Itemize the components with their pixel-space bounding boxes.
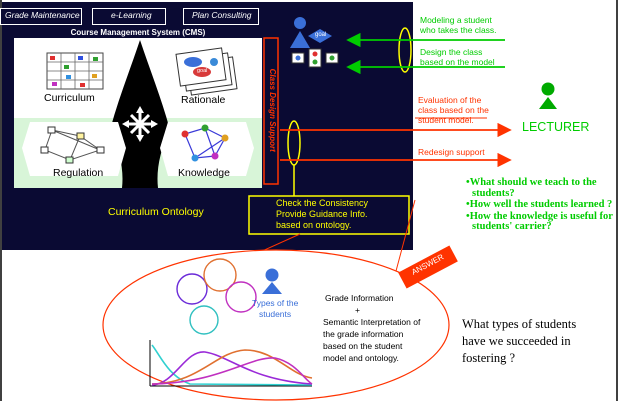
regulation-label: Regulation xyxy=(53,167,104,179)
evaluation-line-3: student model. xyxy=(418,115,474,125)
grade-info-line-1: Grade Information xyxy=(325,293,394,303)
knowledge-network-icon xyxy=(160,122,254,176)
grade-info-line-2: + xyxy=(355,305,360,315)
regulation-network-icon xyxy=(22,122,126,176)
student-type-circles xyxy=(176,258,257,335)
grade-info-ellipse xyxy=(102,249,450,401)
knowledge-label: Knowledge xyxy=(178,167,230,179)
consistency-line-2: Provide Guidance Info. xyxy=(276,209,368,219)
design-highlight-ellipse xyxy=(398,27,412,73)
lecturer-figure-icon xyxy=(539,82,557,109)
curriculum-label: Curriculum xyxy=(44,92,95,104)
design-line-1: Design the class xyxy=(420,47,483,57)
consistency-box xyxy=(248,195,410,235)
menu-label: Plan Consulting xyxy=(192,10,252,20)
grade-info-line-3: Semantic Interpretation of xyxy=(323,317,421,327)
question-list: •What should we teach to the students? •… xyxy=(466,177,616,233)
modeling-line-1: Modeling a student xyxy=(420,15,492,25)
class-design-support-label: Class Design Support xyxy=(268,68,278,152)
class-node-icons xyxy=(291,48,339,68)
grade-info-line-5: based on the student xyxy=(323,341,403,351)
conclusion-line-2: have we succeeded in xyxy=(462,334,571,348)
class-design-support-bar xyxy=(263,37,279,185)
menu-label: Grade Maintenance xyxy=(5,10,80,20)
consistency-line-1: Check the Consistency xyxy=(276,198,369,208)
evaluation-line-1: Evaluation of the xyxy=(418,95,482,105)
cms-arrows-icon xyxy=(122,106,158,142)
types-line-1: Types of the xyxy=(252,298,299,308)
goal-label: goal xyxy=(315,32,327,38)
rationale-cards-icon xyxy=(175,47,238,96)
grade-info-line-4: the grade information xyxy=(323,329,404,339)
types-line-2: students xyxy=(259,309,292,319)
evaluation-line-2: class based on the xyxy=(418,105,489,115)
curriculum-ontology-label: Curriculum Ontology xyxy=(108,206,204,218)
question-2: •How well the students learned ? xyxy=(466,199,613,210)
curriculum-grid-icon xyxy=(46,52,104,90)
types-student-icon xyxy=(262,268,282,294)
rationale-goal-label: goal xyxy=(197,68,208,74)
menu-tab-e-learning[interactable]: e-Learning xyxy=(92,8,166,25)
conclusion-line-1: What types of students xyxy=(462,317,577,331)
answer-tag xyxy=(398,245,458,289)
menu-label: e-Learning xyxy=(111,10,152,20)
rationale-label: Rationale xyxy=(181,94,226,106)
conclusion-line-3: fostering ? xyxy=(462,351,516,365)
menu-tab-grade-maintenance[interactable]: Grade Maintenance xyxy=(0,8,82,25)
consistency-line-3: based on ontology. xyxy=(276,220,352,230)
cms-title: Course Management System (CMS) xyxy=(70,28,206,37)
student-figure-icon xyxy=(290,17,310,48)
redesign-label: Redesign support xyxy=(418,147,485,157)
lecturer-label: LECTURER xyxy=(522,120,590,134)
question-1: •What should we teach to the students? xyxy=(466,177,597,199)
question-3: •How the knowledge is useful for student… xyxy=(466,210,613,232)
menu-tab-plan-consulting[interactable]: Plan Consulting xyxy=(183,8,259,25)
grade-info-line-6: model and ontology. xyxy=(323,353,399,363)
modeling-line-2: who takes the class. xyxy=(420,25,497,35)
grade-distribution-chart xyxy=(149,340,313,387)
goal-diamond-icon xyxy=(308,29,332,43)
design-line-2: based on the model xyxy=(420,57,495,67)
